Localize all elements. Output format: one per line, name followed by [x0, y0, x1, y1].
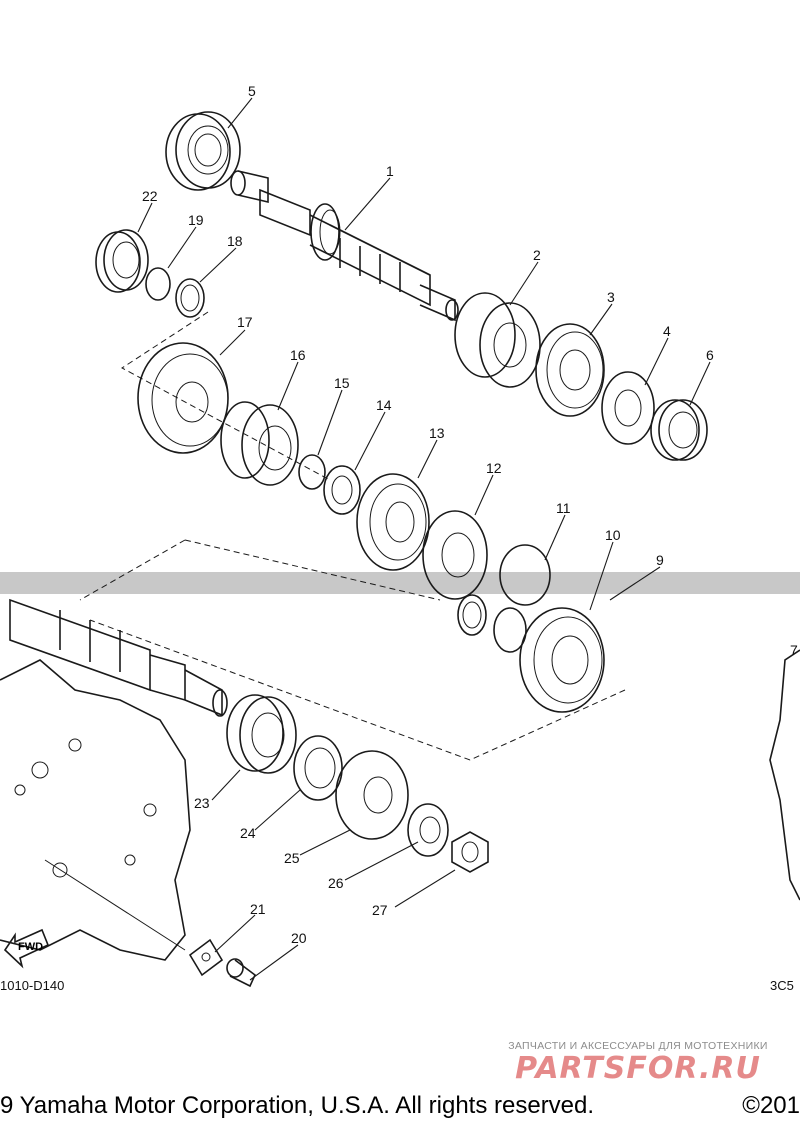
- gear-13: [356, 473, 430, 571]
- group-frame-upper: [121, 311, 331, 481]
- callout-17: 17: [237, 314, 253, 330]
- callout-20: 20: [291, 930, 307, 946]
- bearing-23: [226, 694, 297, 774]
- oil-seal-24: [293, 735, 343, 801]
- lock-washer-26: [407, 803, 449, 857]
- bearing-5: [165, 111, 241, 191]
- circlip-19: [145, 267, 171, 301]
- callout-4: 4: [663, 323, 671, 339]
- drawing-code-right: 3C5: [770, 978, 794, 993]
- scan-noise-band: [0, 572, 800, 594]
- copyright-year: ©201: [742, 1092, 800, 1119]
- copyright-text: 9 Yamaha Motor Corporation, U.S.A. All r…: [0, 1092, 595, 1119]
- callout-1: 1: [386, 163, 394, 179]
- collar-9: [457, 594, 487, 636]
- bearing-6: [650, 399, 708, 461]
- main-axle-gear: [310, 203, 341, 261]
- callout-16: 16: [290, 347, 306, 363]
- crankcase-right-outline: [769, 649, 800, 901]
- gear-3: [535, 323, 605, 417]
- watermark: ЗАПЧАСТИ И АКСЕССУАРЫ ДЛЯ МОТОТЕХНИКИ PA…: [488, 1040, 788, 1086]
- callout-26: 26: [328, 875, 344, 891]
- gear-2: [454, 292, 541, 388]
- callout-12: 12: [486, 460, 502, 476]
- callout-2: 2: [533, 247, 541, 263]
- drawing-code-left: 1010-D140: [0, 978, 64, 993]
- callout-5: 5: [248, 83, 256, 99]
- callout-6: 6: [706, 347, 714, 363]
- callout-18: 18: [227, 233, 243, 249]
- crankcase-outline: [0, 659, 191, 961]
- sprocket-25: [335, 750, 409, 840]
- gear-10: [519, 607, 605, 713]
- washer-18: [175, 278, 205, 318]
- callout-7: 7: [790, 642, 798, 658]
- watermark-logo: PARTSFOR.RU: [515, 1051, 761, 1086]
- callout-22: 22: [142, 188, 158, 204]
- callout-21: 21: [250, 901, 266, 917]
- gear-11: [499, 544, 551, 606]
- gear-4: [601, 371, 655, 445]
- plate-21: [188, 938, 224, 977]
- fwd-label: FWD: [18, 941, 43, 953]
- group-frame-lower: [79, 539, 626, 761]
- callout-9: 9: [656, 552, 664, 568]
- callout-10: 10: [605, 527, 621, 543]
- gear-17: [137, 342, 229, 454]
- nut-27: [451, 831, 489, 873]
- main-axle: [230, 170, 459, 322]
- callout-25: 25: [284, 850, 300, 866]
- watermark-tagline: ЗАПЧАСТИ И АКСЕССУАРЫ ДЛЯ МОТОТЕХНИКИ: [508, 1040, 768, 1052]
- callout-24: 24: [240, 825, 256, 841]
- callout-13: 13: [429, 425, 445, 441]
- callout-27: 27: [372, 902, 388, 918]
- drive-axle: [9, 598, 228, 717]
- callout-15: 15: [334, 375, 350, 391]
- screw-20: [226, 958, 256, 988]
- callout-19: 19: [188, 212, 204, 228]
- gear-16: [220, 401, 299, 486]
- washer-10: [493, 607, 527, 653]
- callout-23: 23: [194, 795, 210, 811]
- callout-3: 3: [607, 289, 615, 305]
- callout-11: 11: [556, 500, 571, 516]
- circlip-15: [298, 454, 326, 490]
- gear-12: [422, 510, 488, 600]
- callout-14: 14: [376, 397, 392, 413]
- bearing-22: [95, 229, 149, 293]
- fwd-arrow-icon: FWD: [3, 928, 50, 969]
- leader-lines: [137, 97, 711, 981]
- footer: 9 Yamaha Motor Corporation, U.S.A. All r…: [0, 1088, 800, 1128]
- washer-14: [323, 465, 361, 515]
